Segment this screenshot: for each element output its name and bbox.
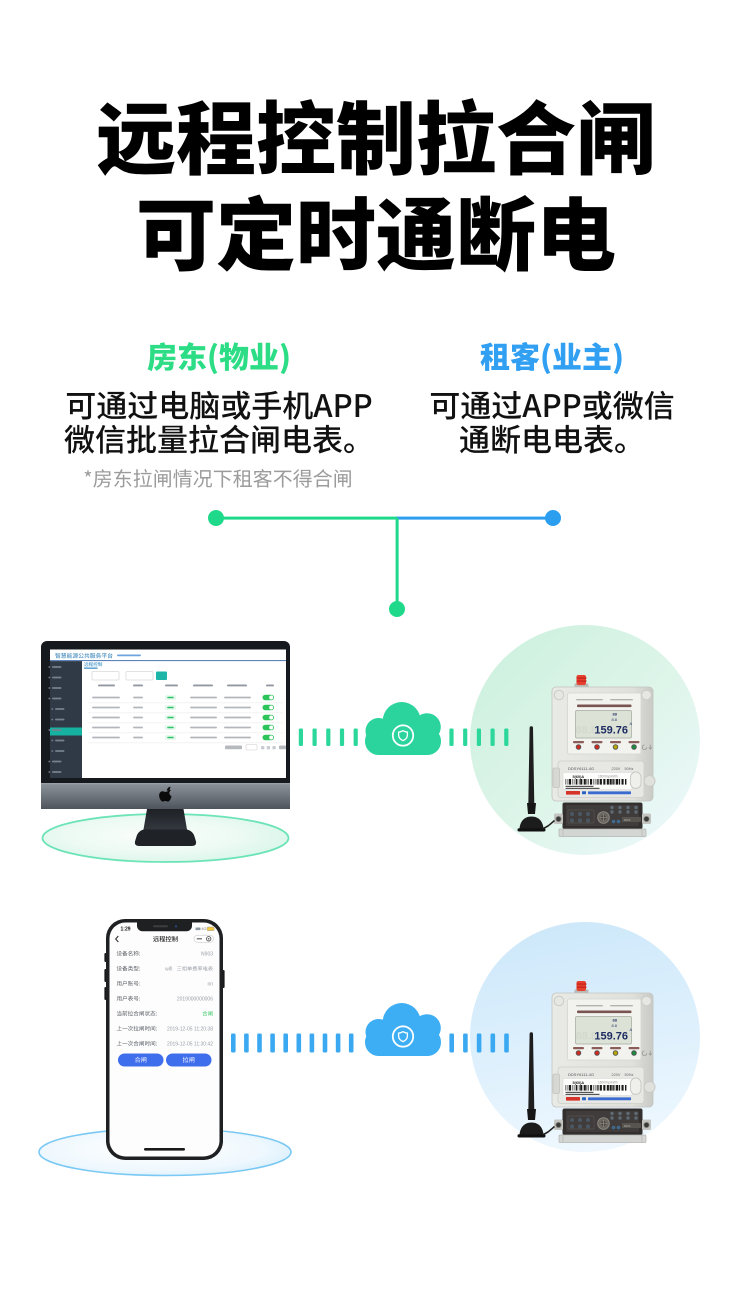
svg-text:4G: 4G	[202, 927, 207, 931]
svg-text:wifi: wifi	[165, 967, 172, 973]
svg-text:159.76: 159.76	[594, 725, 628, 737]
svg-text:2019000000006: 2019000000006	[177, 997, 213, 1003]
svg-text:nn: nn	[207, 982, 213, 988]
svg-text:220V: 220V	[612, 767, 621, 771]
svg-text:2019-12-05 11:20:38: 2019-12-05 11:20:38	[167, 1027, 213, 1033]
svg-text:88: 88	[613, 712, 618, 717]
svg-text:88.8: 88.8	[576, 725, 597, 737]
svg-text:1600imp/kWh: 1600imp/kWh	[598, 775, 618, 779]
svg-text:5(60)A: 5(60)A	[573, 775, 585, 779]
svg-text:A: A	[630, 721, 633, 726]
svg-text:DDSY6111-4G: DDSY6111-4G	[568, 766, 594, 771]
svg-text:8.8: 8.8	[611, 717, 617, 722]
svg-text:DDS: DDS	[624, 818, 630, 822]
svg-text:2019-12-05 11:30:42: 2019-12-05 11:30:42	[167, 1042, 213, 1048]
svg-text:50Hz: 50Hz	[625, 767, 634, 771]
svg-text:N903: N903	[201, 952, 213, 958]
svg-text:1:29: 1:29	[121, 926, 131, 932]
